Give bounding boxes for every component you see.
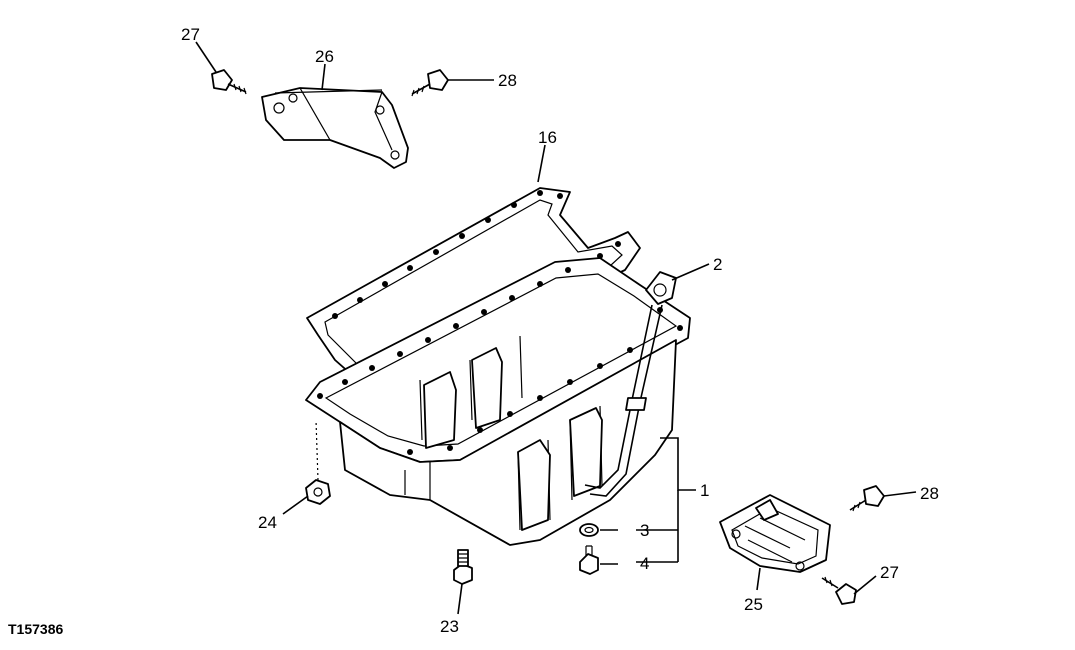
callout-26: 26 — [315, 47, 334, 66]
bracket-part-25 — [719, 494, 831, 573]
dipstick-tube-part-2 — [584, 271, 677, 497]
callout-28-top: 28 — [498, 71, 517, 90]
bolt-part-28-right — [849, 485, 885, 512]
callout-25: 25 — [744, 595, 763, 614]
bolt-part-28-top — [411, 69, 449, 97]
bracket-part-26 — [261, 87, 409, 169]
callout-28-right: 28 — [920, 484, 939, 503]
callout-labels: 27 26 28 16 2 1 3 4 24 23 25 28 27 — [181, 25, 939, 636]
callout-3: 3 — [640, 521, 649, 540]
callout-4: 4 — [640, 554, 649, 573]
stud-part-23 — [453, 549, 473, 585]
callout-2: 2 — [713, 255, 722, 274]
callout-16: 16 — [538, 128, 557, 147]
drain-plug-part-4 — [579, 545, 599, 575]
callout-1: 1 — [700, 481, 709, 500]
washer-part-3 — [579, 523, 599, 537]
bolt-part-27-right — [821, 576, 857, 605]
callout-27-top: 27 — [181, 25, 200, 44]
callout-24: 24 — [258, 513, 277, 532]
callout-23: 23 — [440, 617, 459, 636]
plug-part-24 — [305, 419, 331, 505]
callout-27-right: 27 — [880, 563, 899, 582]
bolt-part-27-top — [211, 69, 247, 95]
figure-reference: T157386 — [8, 621, 63, 637]
leader-lines — [195, 41, 917, 615]
